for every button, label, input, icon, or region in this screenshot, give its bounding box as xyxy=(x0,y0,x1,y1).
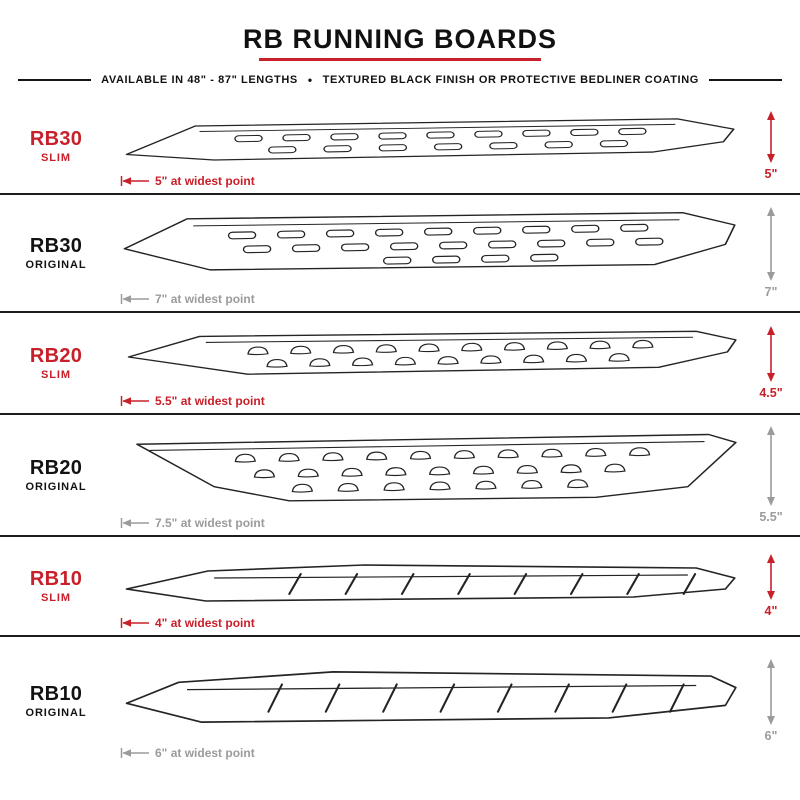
width-dimension-text: 7.5" at widest point xyxy=(155,516,265,530)
variant-label: SLIM xyxy=(41,592,71,604)
rb10-slim-board-drawing: 4" at widest point xyxy=(112,537,742,635)
board-label: RB20 ORIGINAL xyxy=(0,415,112,535)
height-dimension-arrow-icon xyxy=(767,111,775,163)
width-dimension-arrow-icon xyxy=(120,176,149,186)
board-row-rb10-original: RB10 ORIGINAL 6" at widest point xyxy=(0,637,800,765)
variant-label: ORIGINAL xyxy=(25,707,87,719)
board-label: RB10 SLIM xyxy=(0,537,112,635)
width-dimension-note: 5.5" at widest point xyxy=(120,394,265,408)
height-dimension-arrow-icon xyxy=(767,554,775,600)
width-dimension-text: 7" at widest point xyxy=(155,292,255,306)
rb20-original-board-drawing: 7.5" at widest point xyxy=(112,415,742,535)
variant-label: SLIM xyxy=(41,152,71,164)
subtitle-left: AVAILABLE IN 48" - 87" LENGTHS xyxy=(101,74,298,86)
height-dimension: 5.5" xyxy=(742,415,800,535)
width-dimension-note: 7" at widest point xyxy=(120,292,255,306)
height-dimension-arrow-icon xyxy=(767,207,775,281)
width-dimension-note: 5" at widest point xyxy=(120,174,255,188)
height-dimension: 4.5" xyxy=(742,313,800,413)
model-label: RB10 xyxy=(29,683,83,705)
subtitle-right: TEXTURED BLACK FINISH OR PROTECTIVE BEDL… xyxy=(322,74,699,86)
width-dimension-text: 4" at widest point xyxy=(155,616,255,630)
rb30-slim-board-drawing: 5" at widest point xyxy=(112,99,742,193)
board-label: RB30 SLIM xyxy=(0,99,112,193)
page-title: RB RUNNING BOARDS xyxy=(243,24,557,54)
rb20-slim-board-drawing: 5.5" at widest point xyxy=(112,313,742,413)
height-dimension: 4" xyxy=(742,537,800,635)
subtitle: AVAILABLE IN 48" - 87" LENGTHS • TEXTURE… xyxy=(0,73,800,87)
height-dimension-text: 7" xyxy=(764,285,778,299)
variant-label: ORIGINAL xyxy=(25,481,87,493)
board-comparison-list: RB30 SLIM 5" at widest point xyxy=(0,99,800,765)
model-label: RB20 xyxy=(29,345,83,367)
page-header: RB RUNNING BOARDS AVAILABLE IN 48" - 87"… xyxy=(0,0,800,87)
model-label: RB30 xyxy=(29,235,83,257)
height-dimension-arrow-icon xyxy=(767,659,775,725)
height-dimension: 5" xyxy=(742,99,800,193)
height-dimension-arrow-icon xyxy=(767,426,775,506)
width-dimension-arrow-icon xyxy=(120,396,149,406)
width-dimension-text: 5.5" at widest point xyxy=(155,394,265,408)
rb10-original-board-drawing: 6" at widest point xyxy=(112,637,742,765)
width-dimension-note: 7.5" at widest point xyxy=(120,516,265,530)
board-row-rb20-original: RB20 ORIGINAL 7.5" at widest point xyxy=(0,415,800,537)
board-label: RB30 ORIGINAL xyxy=(0,195,112,311)
rb30-original-board-drawing: 7" at widest point xyxy=(112,195,742,311)
width-dimension-text: 6" at widest point xyxy=(155,746,255,760)
height-dimension-text: 5" xyxy=(764,167,778,181)
height-dimension-text: 6" xyxy=(764,729,778,743)
board-row-rb30-slim: RB30 SLIM 5" at widest point xyxy=(0,99,800,195)
model-label: RB20 xyxy=(29,457,83,479)
height-dimension-arrow-icon xyxy=(767,326,775,382)
width-dimension-arrow-icon xyxy=(120,294,149,304)
board-label: RB20 SLIM xyxy=(0,313,112,413)
width-dimension-note: 6" at widest point xyxy=(120,746,255,760)
width-dimension-note: 4" at widest point xyxy=(120,616,255,630)
model-label: RB30 xyxy=(29,128,83,150)
height-dimension: 7" xyxy=(742,195,800,311)
width-dimension-text: 5" at widest point xyxy=(155,174,255,188)
width-dimension-arrow-icon xyxy=(120,748,149,758)
width-dimension-arrow-icon xyxy=(120,518,149,528)
board-row-rb30-original: RB30 ORIGINAL 7" at widest point xyxy=(0,195,800,313)
title-underline xyxy=(259,58,541,61)
variant-label: SLIM xyxy=(41,369,71,381)
height-dimension: 6" xyxy=(742,637,800,765)
model-label: RB10 xyxy=(29,568,83,590)
width-dimension-arrow-icon xyxy=(120,618,149,628)
subtitle-bullet: • xyxy=(307,73,313,87)
height-dimension-text: 4.5" xyxy=(759,386,783,400)
board-label: RB10 ORIGINAL xyxy=(0,637,112,765)
height-dimension-text: 4" xyxy=(764,604,778,618)
board-row-rb20-slim: RB20 SLIM 5.5" at widest point xyxy=(0,313,800,415)
height-dimension-text: 5.5" xyxy=(759,510,783,524)
board-row-rb10-slim: RB10 SLIM 4" at widest point xyxy=(0,537,800,637)
variant-label: ORIGINAL xyxy=(25,259,87,271)
